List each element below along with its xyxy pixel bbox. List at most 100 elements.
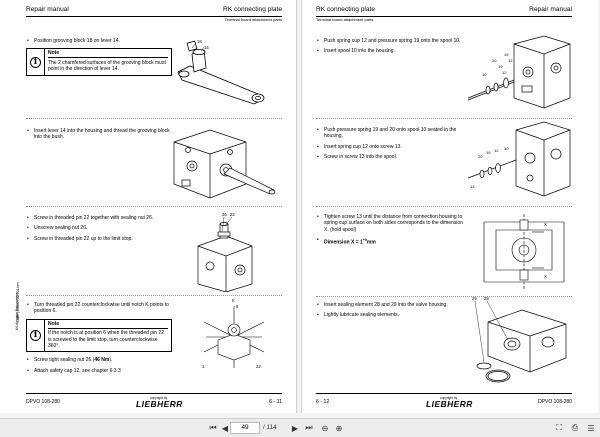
header-rule: [316, 16, 572, 17]
step-block: Push pressure spring 19 and 20 onto spoo…: [316, 127, 466, 165]
liebherr-logo: LIEBHERR: [136, 399, 183, 409]
figure-label: 14: [204, 45, 209, 50]
step-block: Push spring cup 12 and pressure spring 1…: [316, 38, 466, 59]
doc-code: DPVO 108-280: [26, 399, 60, 405]
next-page-icon[interactable]: ▶: [291, 423, 299, 433]
page-footer: DPVO 108-280 copyright by LIEBHERR 6 - 1…: [26, 396, 282, 409]
figure-label: 28: [484, 296, 489, 301]
step-block: Turn threaded pin 22 counterclockwise un…: [26, 302, 172, 378]
header-title: Repair manual: [26, 6, 69, 13]
page-header: RK connecting plate Repair manual Termin…: [316, 6, 572, 26]
step-item: Screw in screw 13 into the spool.: [316, 154, 466, 161]
figure-label: 19: [486, 150, 491, 155]
figure-label: 12: [508, 58, 513, 63]
step-block: Position grooving block 18 on lever 14. …: [26, 38, 172, 81]
step-item: Push spring cup 12 and pressure spring 1…: [316, 38, 466, 45]
figure-lever-grooving-block: 18 14: [170, 36, 282, 112]
copyright: copyright by: [150, 396, 168, 400]
figure-dimension-x: X X: [470, 210, 578, 294]
step-item: Unscrew sealing nut 26.: [26, 225, 172, 232]
zoom-in-icon[interactable]: ⊕: [335, 423, 343, 433]
header-subsection: Terminal board attachment parts: [316, 17, 374, 22]
header-title: Repair manual: [529, 6, 572, 13]
note-title: Note: [48, 321, 168, 329]
step-block: Tighten screw 13 until the distance from…: [316, 214, 466, 250]
note-box: i Note If the notch is at position 6 whe…: [26, 318, 172, 353]
figure-label: K: [232, 298, 235, 303]
step-block: Insert sealing element 28 and 29 into th…: [316, 302, 466, 323]
dimension-label: Dimension X = 1: [324, 239, 363, 246]
side-small-text: K6-Ausgabe Dokumenten: [15, 290, 53, 330]
viewer-toolbar: ⏮ ◀ 49 / 114 ▶ ⏭ ⊖ ⊕ ⛶ ⎙ ☰: [0, 418, 600, 437]
info-icon: i: [27, 49, 45, 75]
step-text: Screw tight sealing nut 26 (: [34, 357, 95, 364]
step-item: Insert lever 14 into the housing and thr…: [26, 128, 172, 141]
figure-label: 12: [502, 70, 507, 75]
fullscreen-icon[interactable]: ⛶: [556, 423, 562, 432]
header-subsection: Terminal board attachment parts: [224, 17, 282, 22]
figure-label: 13: [470, 184, 475, 189]
side-small-label: K6-Ausgabe Dokumenten: [15, 292, 19, 330]
last-page-icon[interactable]: ⏭: [305, 423, 313, 432]
step-item: Screw tight sealing nut 26 (46 Nm).: [26, 357, 172, 364]
prev-page-icon[interactable]: ◀: [221, 423, 229, 433]
figure-label: 26: [222, 212, 227, 217]
step-item: Screw in threaded pin 22 together with s…: [26, 215, 172, 222]
figure-label: 12: [494, 148, 499, 153]
first-page-icon[interactable]: ⏮: [209, 423, 217, 432]
page-number-input[interactable]: 49: [230, 422, 260, 434]
step-block: Screw in threaded pin 22 together with s…: [26, 215, 172, 246]
section-divider: [26, 206, 282, 207]
figure-notch-position: K 6 3 22: [196, 294, 272, 378]
figure-label: 19: [498, 64, 503, 69]
dimension-unit: mm: [366, 239, 376, 246]
step-item: Push pressure spring 19 and 20 onto spoo…: [316, 127, 466, 140]
figure-label: X: [544, 222, 547, 227]
header-section: RK connecting plate: [222, 6, 282, 13]
figure-label: 19: [504, 52, 509, 57]
step-item: Lightly lubricate sealing elements.: [316, 312, 466, 319]
step-block: Insert lever 14 into the housing and thr…: [26, 128, 172, 145]
section-divider: [316, 118, 572, 119]
liebherr-logo: LIEBHERR: [426, 399, 473, 409]
section-divider: [26, 295, 282, 296]
figure-label: 29: [472, 296, 477, 301]
header-rule: [26, 16, 282, 17]
page-number: 6 - 12: [316, 399, 330, 405]
torque-value: 46 Nm: [94, 357, 110, 364]
page-number: 6 - 11: [269, 399, 282, 405]
step-item: Turn threaded pin 22 counterclockwise un…: [26, 302, 172, 315]
note-title: Note: [48, 50, 168, 59]
note-box: i Note The 2 chamfered surfaces of the g…: [26, 48, 172, 76]
figure-label: 18: [197, 39, 202, 44]
footer-rule: [26, 393, 282, 394]
doc-code: DPVO 108-280: [538, 399, 572, 405]
print-icon[interactable]: ⎙: [571, 423, 579, 432]
figure-pressure-spring: 20 19 12 13 10: [464, 120, 578, 204]
footer-rule: [316, 393, 572, 394]
figure-label: 20: [492, 58, 497, 63]
menu-icon[interactable]: ☰: [587, 423, 595, 433]
figure-label: 3: [202, 364, 205, 369]
page-footer: 6 - 12 copyright by LIEBHERR DPVO 108-28…: [316, 396, 572, 409]
figure-sealing-elements: 29 28: [468, 292, 576, 388]
section-divider: [316, 206, 572, 207]
step-text: ).: [109, 357, 113, 364]
figure-label: 22: [230, 212, 235, 217]
page-header: Repair manual RK connecting plate Termin…: [26, 6, 282, 26]
step-item: Insert spring cup 12 onto screw 13.: [316, 144, 466, 151]
step-item: Position grooving block 18 on lever 14.: [26, 38, 172, 45]
zoom-out-icon[interactable]: ⊖: [321, 423, 329, 433]
figure-spool-housing: 20 19 12 10 19 12: [462, 32, 578, 118]
step-item: Insert sealing element 28 and 29 into th…: [316, 302, 466, 309]
page-6-11: Repair manual RK connecting plate Termin…: [0, 0, 297, 413]
figure-threaded-pin: 26 22: [192, 210, 264, 292]
note-text: The 2 chamfered surfaces of the grooving…: [48, 59, 166, 73]
figure-label: X: [544, 274, 547, 279]
step-item: Insert spool 10 into the housing.: [316, 48, 466, 55]
figure-lever-insert: [168, 122, 282, 206]
figure-label: 10: [504, 146, 509, 151]
step-item: Tighten screw 13 until the distance from…: [316, 214, 466, 233]
figure-label: 20: [478, 154, 483, 159]
